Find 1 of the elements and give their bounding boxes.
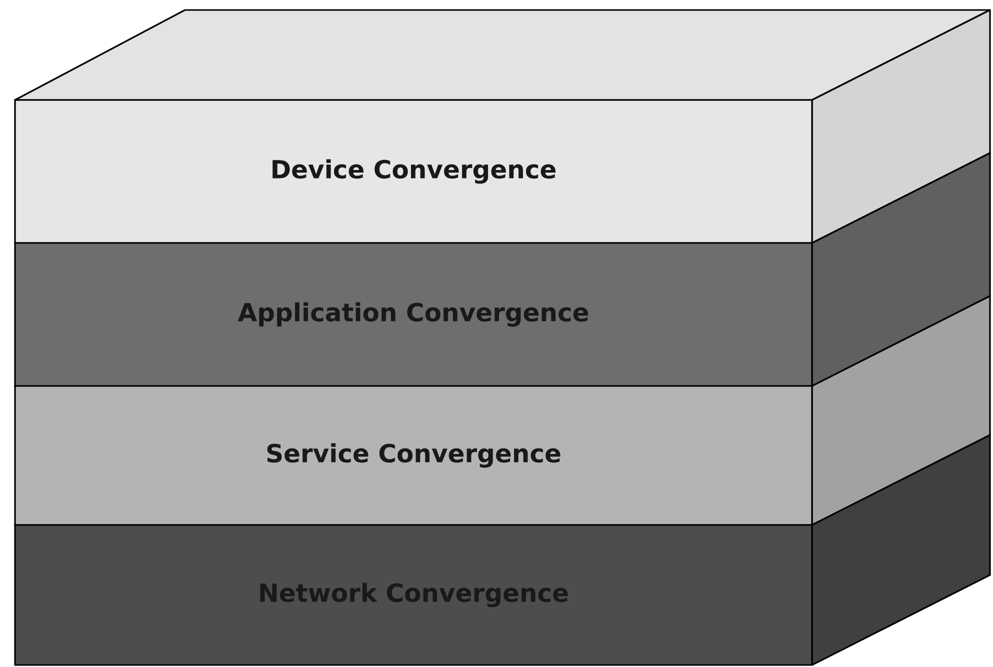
layer-slab: Device Convergence xyxy=(14,9,991,244)
